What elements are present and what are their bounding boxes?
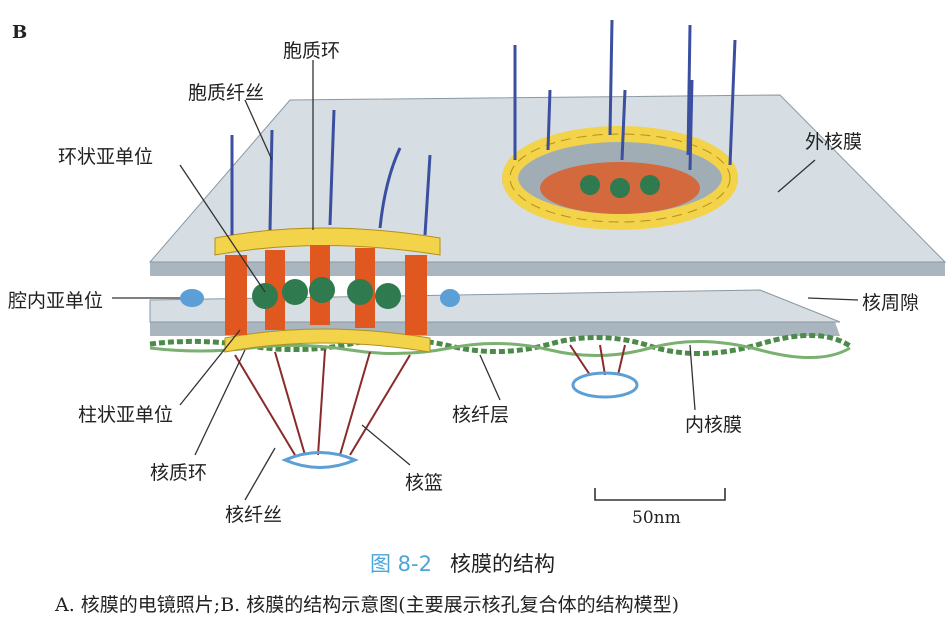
nuclear-pore-complex-top	[502, 126, 738, 230]
label-nucleoplasmic-ring: 核质环	[150, 462, 208, 484]
nuclear-pore-complex-section	[180, 227, 460, 353]
figure-caption-title: 图 8-2 核膜的结构	[370, 548, 555, 578]
cytoplasmic-filaments	[230, 19, 737, 236]
label-nuclear-fibrils: 核纤丝	[225, 504, 283, 526]
label-nuclear-basket: 核篮	[405, 472, 444, 494]
leader-lines	[112, 60, 859, 501]
label-annular-subunit: 环状亚单位	[58, 146, 154, 168]
panel-label: B	[12, 22, 28, 43]
scale-bar-label: 50nm	[632, 508, 681, 528]
label-perinuclear-space: 核周隙	[862, 292, 920, 314]
label-nuclear-lamina: 核纤层	[452, 404, 510, 426]
label-column-subunit: 柱状亚单位	[78, 404, 174, 426]
label-inner-membrane: 内核膜	[685, 414, 743, 436]
scale-bar	[594, 488, 726, 501]
figure-caption-subtitle: A. 核膜的电镜照片;B. 核膜的结构示意图(主要展示核孔复合体的结构模型)	[55, 594, 680, 616]
luminal-subunit-left	[180, 289, 204, 307]
label-luminal-subunit: 腔内亚单位	[8, 290, 104, 312]
nuclear-basket	[234, 344, 639, 469]
figure-title: 核膜的结构	[449, 552, 555, 576]
figure-number: 图 8-2	[370, 552, 432, 576]
label-cytoplasmic-ring: 胞质环	[283, 40, 341, 62]
label-outer-membrane: 外核膜	[805, 131, 863, 153]
luminal-subunit-right	[440, 289, 460, 307]
label-cytoplasmic-filaments: 胞质纤丝	[188, 82, 265, 104]
